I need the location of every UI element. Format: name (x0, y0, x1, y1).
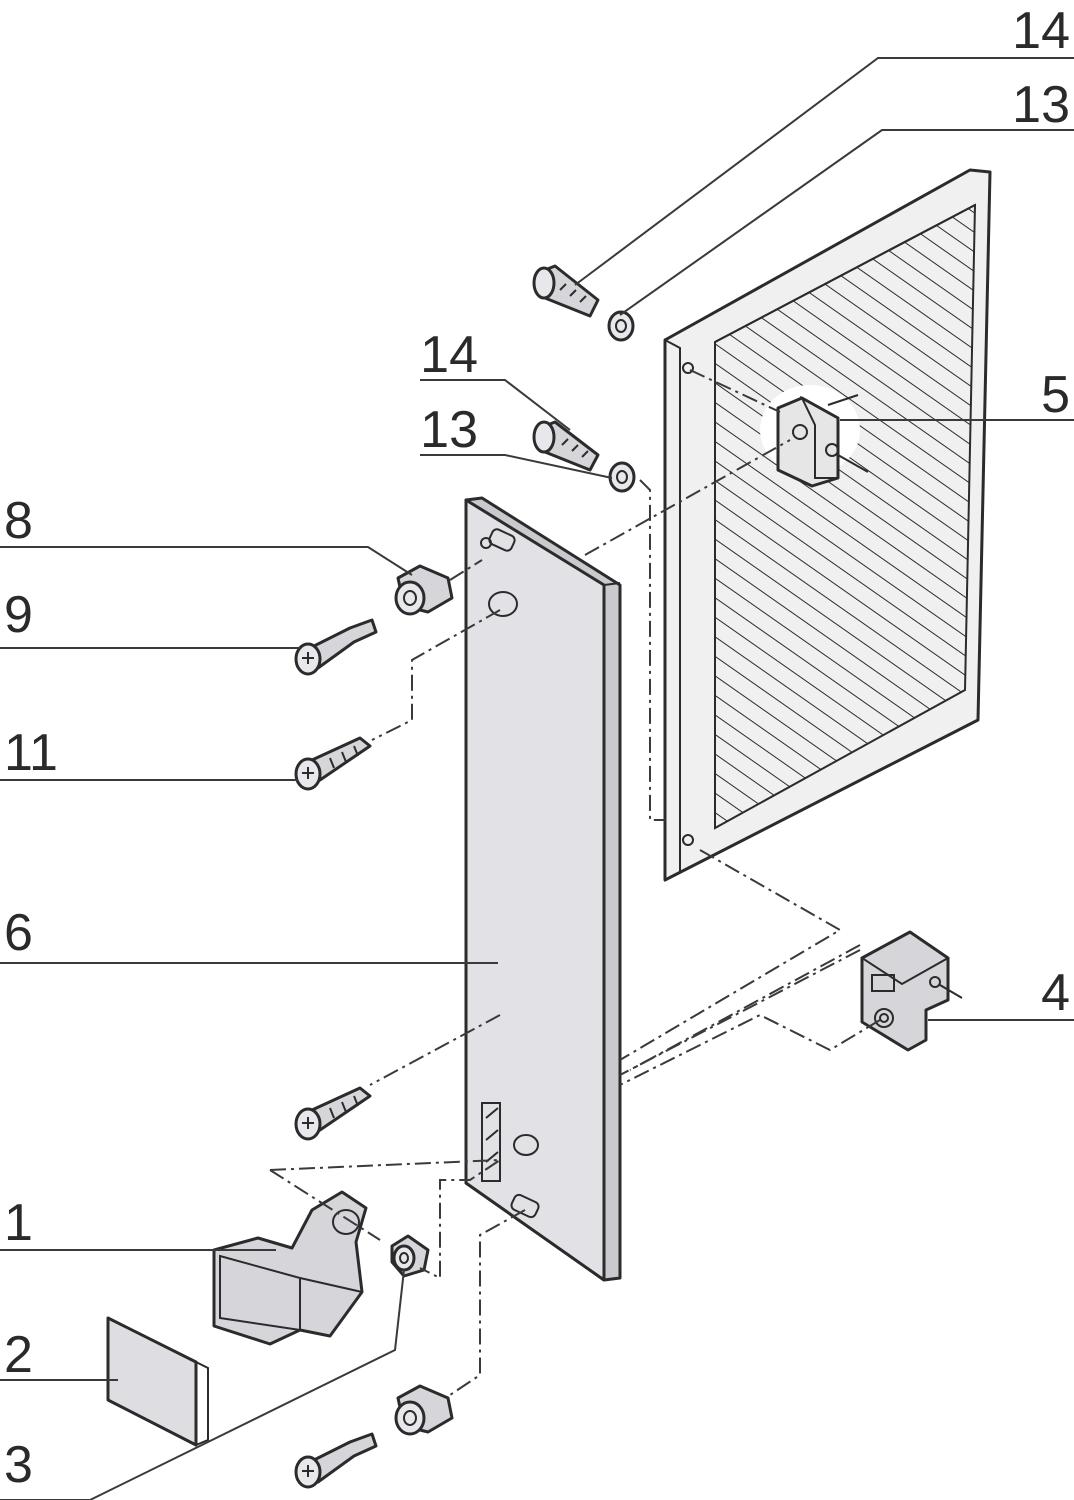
callout-4: 4 (1041, 964, 1070, 1022)
callout-3: 3 (4, 1436, 33, 1494)
part-11-screw (294, 736, 372, 791)
part-13-washer-middle (608, 461, 636, 493)
callout-14-middle: 14 (420, 326, 478, 384)
part-4-bracket (860, 930, 963, 1052)
callout-13-middle: 13 (420, 401, 478, 459)
part-6-front-panel (464, 496, 622, 1282)
callout-2: 2 (4, 1326, 33, 1384)
part-1-handle (212, 1190, 368, 1346)
part-13-washer-top (607, 310, 635, 342)
leader-lines (0, 57, 1074, 1500)
part-14-screw-middle (532, 420, 600, 472)
callout-labels: 14 13 14 13 5 8 9 11 6 4 1 2 3 (4, 2, 1070, 1494)
callout-9: 9 (4, 586, 33, 644)
part-8-captive-nut-bottom (394, 1384, 454, 1436)
assembly-lines (269, 369, 881, 1396)
part-14-screw-top (532, 264, 600, 318)
screw-bottom (294, 1432, 378, 1489)
callout-6: 6 (4, 904, 33, 962)
back-panel-frame (663, 168, 992, 882)
callout-8: 8 (4, 492, 33, 550)
callout-11: 11 (4, 724, 58, 782)
part-5-clip (760, 385, 869, 488)
callout-13-top: 13 (1012, 76, 1070, 134)
callout-14-top: 14 (1012, 2, 1070, 60)
part-2-label-insert (106, 1316, 209, 1447)
part-9-screw (294, 618, 378, 676)
callout-5: 5 (1041, 366, 1070, 424)
part-8-captive-nut-top (394, 564, 454, 616)
callout-1: 1 (4, 1194, 33, 1252)
panel-screw-lower (294, 1086, 372, 1141)
